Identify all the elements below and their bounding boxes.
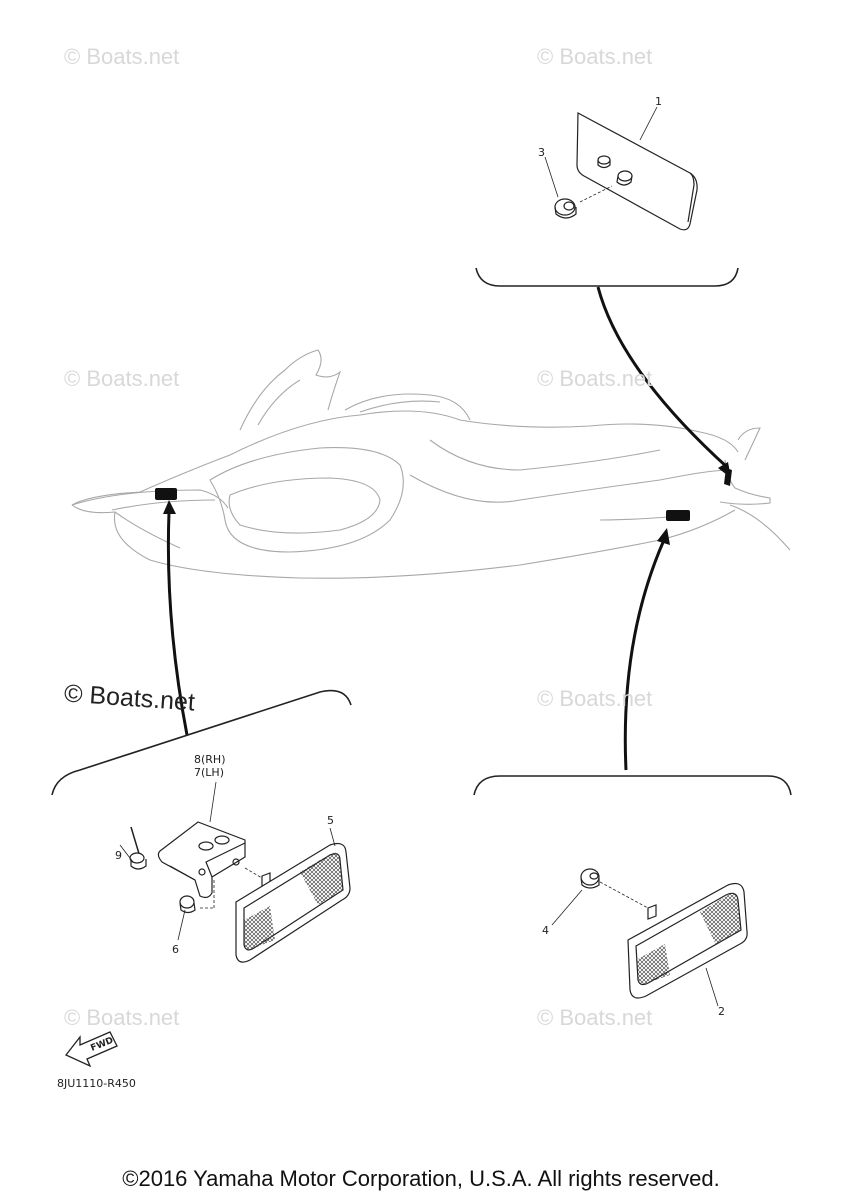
callout-1: 1 <box>655 95 662 108</box>
callout-4: 4 <box>542 924 549 937</box>
pointer-arrows <box>166 286 730 771</box>
watercraft-outline <box>71 349 791 579</box>
callout-9: 9 <box>115 849 122 862</box>
callout-6: 6 <box>172 943 179 956</box>
fwd-arrow-icon: FWD <box>64 1031 118 1068</box>
bottom-right-inset <box>473 775 792 1007</box>
watermark: © Boats.net <box>64 1005 180 1030</box>
watermark: © Boats.net <box>537 44 653 69</box>
bracket-7-8 <box>157 821 246 899</box>
nut-6 <box>179 895 196 914</box>
reflector-5 <box>235 842 351 963</box>
nut-3 <box>554 198 577 219</box>
reflector-location-rear <box>666 510 690 521</box>
callout-5: 5 <box>327 814 334 827</box>
nut-4 <box>580 868 600 889</box>
watermark: © Boats.net <box>537 686 653 711</box>
diagram-code: 8JU1110-R450 <box>57 1077 136 1090</box>
watermark: © Boats.net <box>64 44 180 69</box>
callout-2: 2 <box>718 1005 725 1018</box>
watermark: © Boats.net <box>64 366 180 391</box>
watermark: © Boats.net <box>537 366 653 391</box>
callout-8: 8(RH) <box>194 753 226 766</box>
reflector-2 <box>627 882 748 999</box>
arrow-heads <box>163 462 731 545</box>
callout-7: 7(LH) <box>194 766 224 779</box>
bottom-left-inset <box>51 689 352 963</box>
reflector-plate-1 <box>576 112 698 231</box>
callout-3: 3 <box>538 146 545 159</box>
reflector-location-front <box>155 488 177 500</box>
watermark: © Boats.net <box>537 1005 653 1030</box>
top-inset <box>475 106 739 287</box>
copyright-notice: ©2016 Yamaha Motor Corporation, U.S.A. A… <box>122 1166 720 1191</box>
rivet-9 <box>129 826 147 870</box>
